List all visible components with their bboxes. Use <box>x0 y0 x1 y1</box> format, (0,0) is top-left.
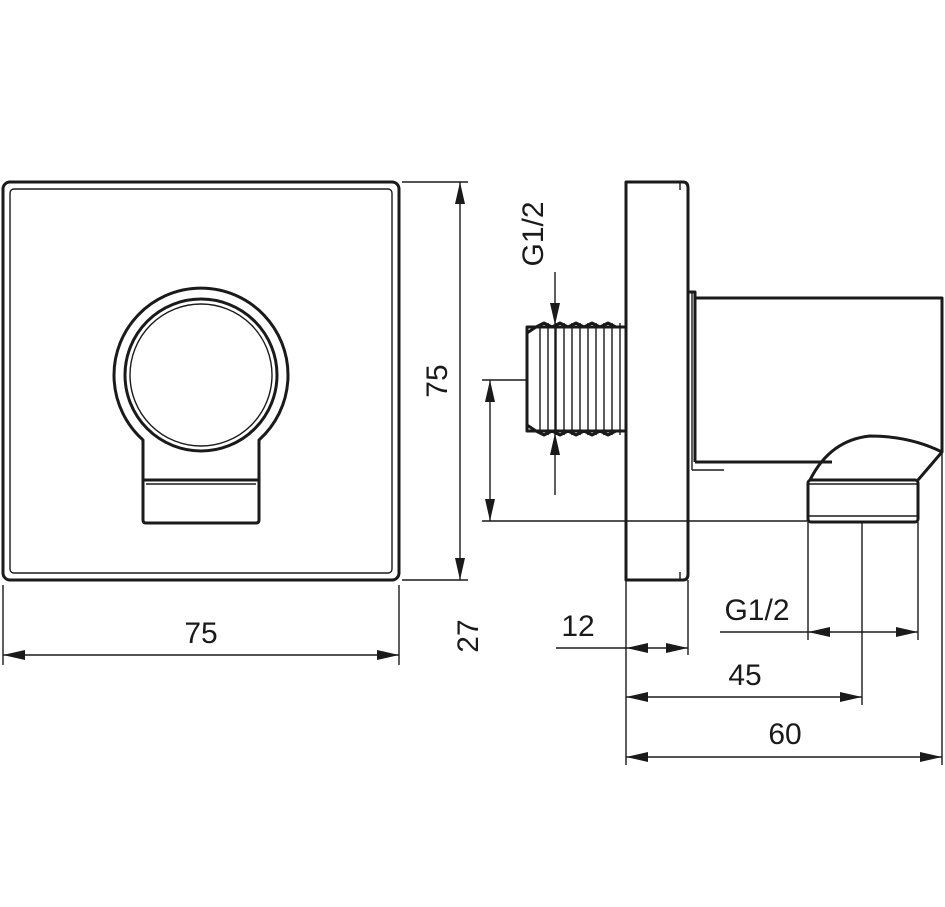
outlet-ring-inner <box>129 303 273 447</box>
outlet-depth-label: 45 <box>728 659 761 692</box>
outlet-ring <box>123 297 279 453</box>
front-plate-outer <box>1 180 401 582</box>
outlet-nozzle <box>806 478 920 524</box>
outlet-thread-label: G1/2 <box>724 594 789 627</box>
dimension-labels: 75 75 G1/2 27 12 G1/2 45 60 <box>184 201 801 751</box>
dimension-lines <box>2 181 943 765</box>
front-plate-inner <box>9 188 393 574</box>
front-height-label: 75 <box>421 364 454 397</box>
outlet-elbow-body <box>112 286 290 525</box>
side-view <box>525 180 944 582</box>
inlet-thread-label: G1/2 <box>517 201 550 266</box>
side-body <box>688 290 944 452</box>
front-view <box>1 180 401 582</box>
inlet-thread-outline-bottom <box>526 423 626 437</box>
inlet-thread-teeth <box>539 323 621 435</box>
side-plate <box>624 180 690 582</box>
front-width-label: 75 <box>184 617 217 650</box>
plate-thickness-label: 12 <box>561 610 594 643</box>
total-depth-label: 60 <box>768 718 801 751</box>
outlet-dome <box>808 434 944 481</box>
inlet-thread <box>525 325 628 433</box>
outlet-offset-label: 27 <box>452 619 485 652</box>
inlet-thread-outline-top <box>526 321 626 335</box>
